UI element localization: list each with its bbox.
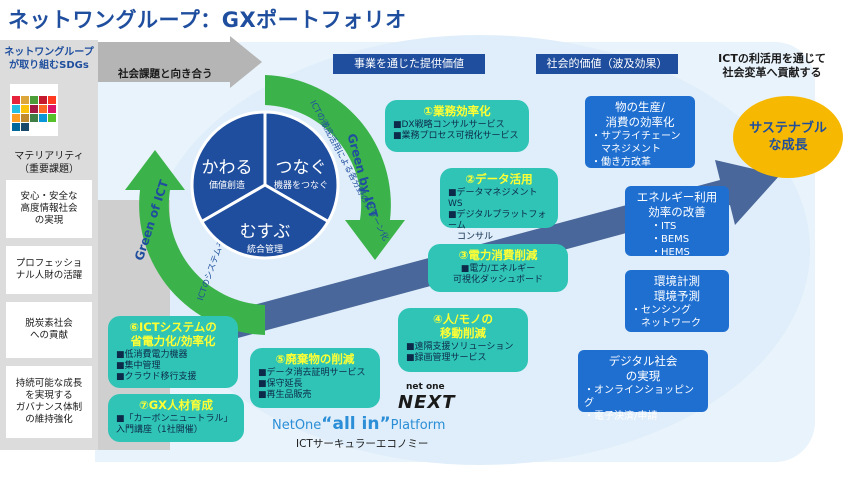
value-box: ⑤廃棄物の削減 ■データ消去証明サービス ■保守延長 ■再生品販売 [250, 348, 380, 408]
green-cycle [125, 75, 405, 335]
sustainable-growth-circle: サステナブル な成長 [733, 96, 843, 178]
materiality-card: 安心・安全な 高度情報社会 の実現 [6, 180, 92, 238]
issue-arrow-label: 社会課題と向き合う [118, 68, 213, 80]
header-social: 社会的価値（波及効果） [536, 54, 678, 74]
green-by-ict-arrow [265, 75, 405, 260]
green-of-ict-arrow [125, 150, 265, 335]
materiality-card: プロフェッショ ナル人財の活躍 [6, 246, 92, 294]
value-box: ⑥ICTシステムの 省電力化/効率化 ■低消費電力機器 ■集中管理 ■クラウド移… [108, 316, 238, 388]
circular-economy-label: ICTサーキュラーエコノミー [296, 438, 429, 450]
wedge-tsunagu: つなぐ 機器をつなぐ [273, 158, 328, 191]
issue-arrow [98, 36, 262, 88]
value-box: ⑦GX人材育成 ■「カーボンニュートラル」 入門講座（1社開催） [108, 394, 244, 442]
page-title: ネットワングループ：GXポートフォリオ [8, 8, 407, 32]
social-box: 物の生産/ 消費の効率化 ・サプライチェーン マネジメント ・働き方改革 [585, 96, 695, 168]
value-box: ③電力消費削減 ■電力/エネルギー 可視化ダッシュボード [428, 244, 568, 292]
value-box: ①業務効率化 ■DX戦略コンサルサービス ■業務プロセス可視化サービス [385, 100, 529, 152]
social-box: デジタル社会 の実現 ・オンラインショッピング ・電子決済/申請 [578, 350, 708, 422]
wedge-musubu: むすぶ 統合管理 [239, 222, 291, 255]
value-box: ④人/モノの 移動削減 ■遠隔支援ソリューション ■録画管理サービス [398, 308, 528, 372]
platform-name: NetOne“all in”Platform [272, 414, 446, 434]
value-box: ②データ活用 ■データマネジメントWS ■デジタルプラットフォーム コンサル [440, 168, 558, 242]
materiality-card: 脱炭素社会 への貢献 [6, 302, 92, 358]
netone-small-logo: net one [406, 382, 445, 392]
wedge-kawaru: かわる 価値創造 [201, 158, 253, 191]
sdg-heading: ネットワングループ が取り組むSDGs [4, 47, 94, 71]
sdgs-logo [10, 84, 58, 136]
header-value: 事業を通じた提供価値 [333, 54, 485, 74]
materiality-card: 持続可能な成長 を実現する ガバナンス体制 の維持強化 [6, 366, 92, 438]
materiality-label: マテリアリティ （重要課題） [14, 151, 84, 175]
core-circle [190, 110, 340, 260]
social-box: エネルギー利用 効率の改善 ・ITS ・BEMS ・HEMS [625, 186, 729, 258]
next-logo: NEXT [398, 392, 456, 413]
social-box: 環境計測 環境予測 ・センシング ネットワーク [625, 270, 729, 332]
goal-text: ICTの利活用を通じて 社会変革へ貢献する [718, 52, 826, 79]
